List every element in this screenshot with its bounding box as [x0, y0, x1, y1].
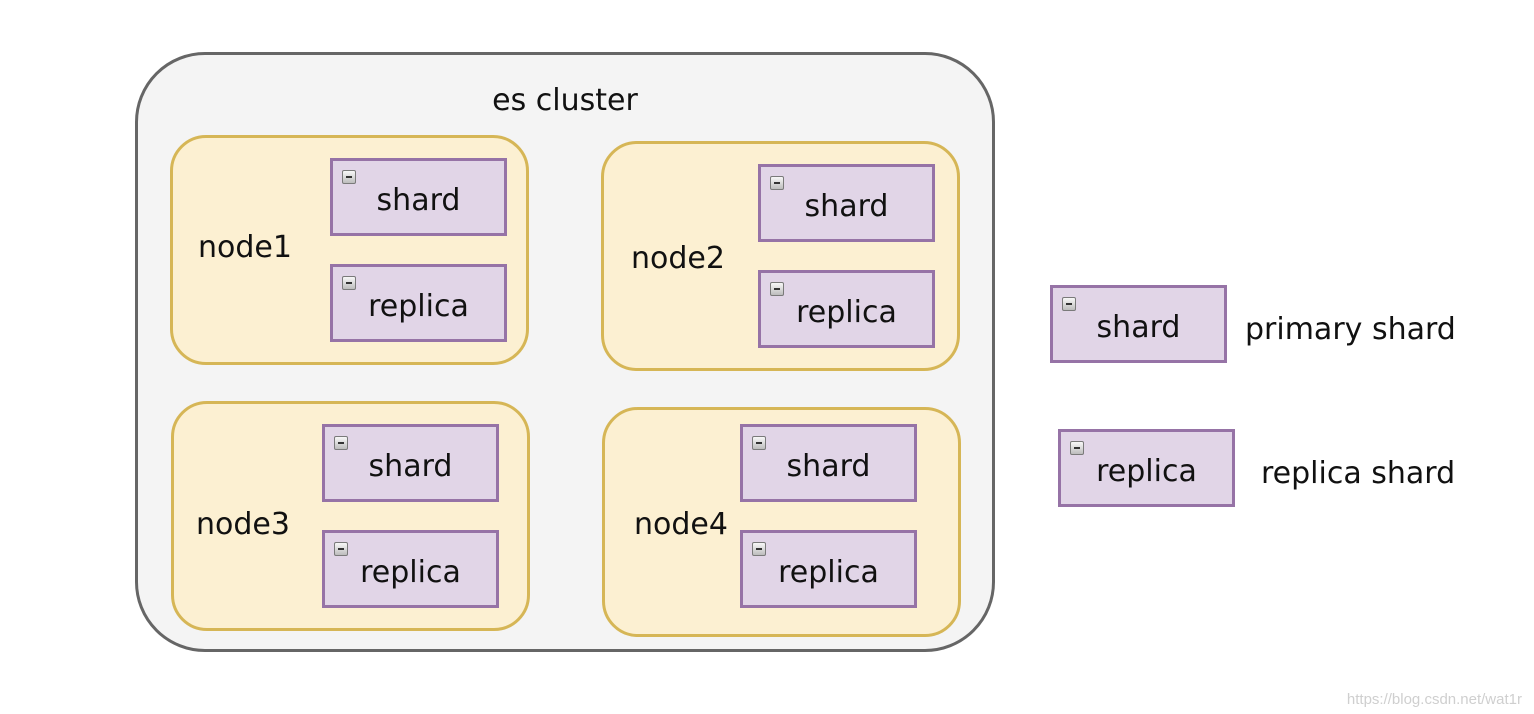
- shard-label: shard: [368, 449, 453, 484]
- collapse-minus-icon[interactable]: [752, 436, 766, 450]
- node-1-replica: replica: [330, 264, 507, 342]
- replica-label: replica: [360, 555, 461, 590]
- node-4-replica: replica: [740, 530, 917, 608]
- replica-label: replica: [368, 289, 469, 324]
- legend-primary-shard-box: shard: [1050, 285, 1227, 363]
- shard-label: shard: [804, 189, 889, 224]
- node-1-label: node1: [198, 230, 292, 265]
- node-4-shard: shard: [740, 424, 917, 502]
- collapse-minus-icon[interactable]: [334, 542, 348, 556]
- collapse-minus-icon[interactable]: [770, 282, 784, 296]
- shard-label: shard: [786, 449, 871, 484]
- legend-replica-shard-text: replica shard: [1261, 456, 1456, 491]
- collapse-minus-icon[interactable]: [342, 170, 356, 184]
- node-2-shard: shard: [758, 164, 935, 242]
- watermark: https://blog.csdn.net/wat1r: [1346, 691, 1522, 708]
- legend-shard-label: shard: [1096, 310, 1181, 345]
- replica-label: replica: [778, 555, 879, 590]
- collapse-minus-icon[interactable]: [1062, 297, 1076, 311]
- collapse-minus-icon[interactable]: [1070, 441, 1084, 455]
- node-3-label: node3: [196, 507, 290, 542]
- node-2-replica: replica: [758, 270, 935, 348]
- node-3-replica: replica: [322, 530, 499, 608]
- collapse-minus-icon[interactable]: [342, 276, 356, 290]
- shard-label: shard: [376, 183, 461, 218]
- legend-replica-shard-box: replica: [1058, 429, 1235, 507]
- collapse-minus-icon[interactable]: [334, 436, 348, 450]
- replica-label: replica: [796, 295, 897, 330]
- collapse-minus-icon[interactable]: [752, 542, 766, 556]
- collapse-minus-icon[interactable]: [770, 176, 784, 190]
- node-4-label: node4: [634, 507, 728, 542]
- node-2-label: node2: [631, 241, 725, 276]
- node-3-shard: shard: [322, 424, 499, 502]
- legend-replica-label: replica: [1096, 454, 1197, 489]
- cluster-title: es cluster: [492, 83, 638, 118]
- legend-primary-shard-text: primary shard: [1245, 312, 1456, 347]
- node-1-shard: shard: [330, 158, 507, 236]
